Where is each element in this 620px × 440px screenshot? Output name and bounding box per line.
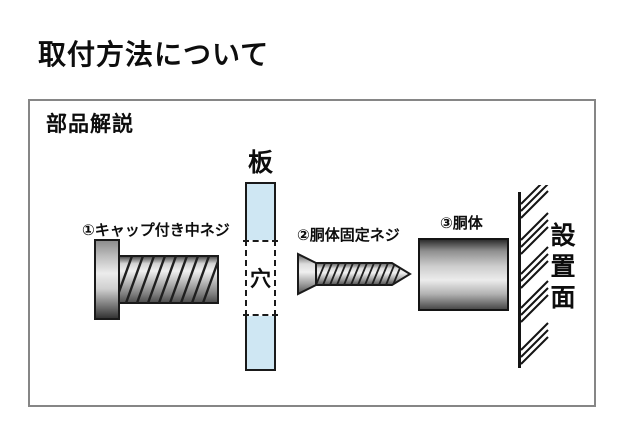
page-title: 取付方法について <box>38 39 270 70</box>
board-hole-shape <box>243 240 278 316</box>
installation-surface-label: 設置面 <box>547 222 575 315</box>
installation-surface-wall <box>518 185 549 368</box>
board-hole-dashed-outline: 穴 <box>245 240 276 316</box>
body-fixing-screw-illustration <box>297 252 412 296</box>
wall-line <box>518 192 521 368</box>
board-label: 板 <box>247 149 273 177</box>
body-screw-head <box>297 252 317 296</box>
wall-hatching <box>520 185 549 365</box>
part3-label: ③胴体 <box>440 215 483 232</box>
hole-label: 穴 <box>250 268 271 291</box>
cap-screw-illustration <box>94 239 219 320</box>
part1-label: ①キャップ付き中ネジ <box>82 222 230 239</box>
cap-screw-threads <box>119 256 218 303</box>
part2-label: ②胴体固定ネジ <box>297 227 400 244</box>
parts-box-title: 部品解説 <box>46 113 134 136</box>
body-cylinder-illustration <box>418 238 509 311</box>
body-screw-threads <box>316 263 403 285</box>
